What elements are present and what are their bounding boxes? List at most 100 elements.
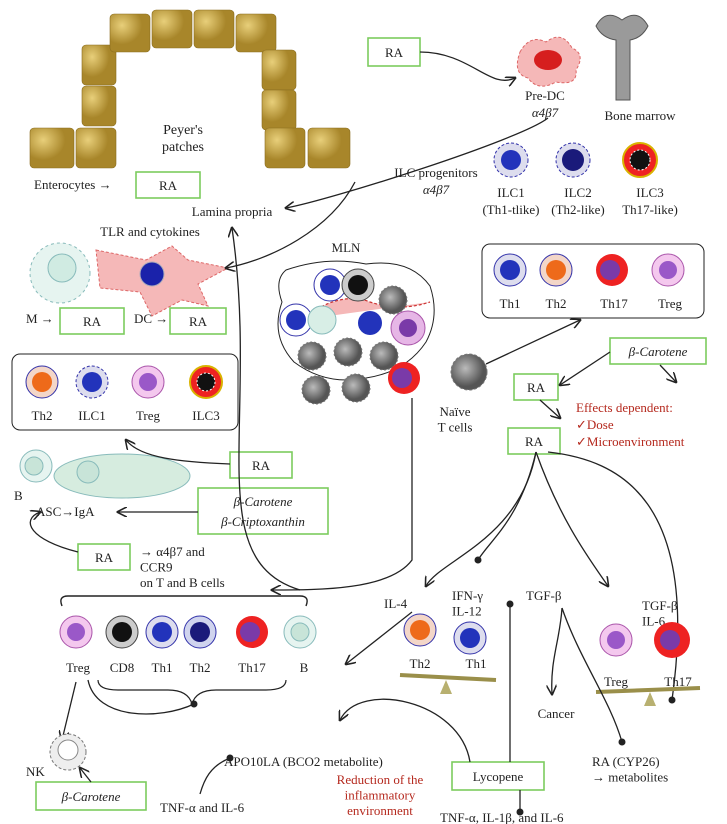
ra-box-m [59, 307, 125, 335]
ilc1-label: ILC1 [78, 408, 105, 423]
ra-box-homing [77, 543, 131, 571]
ra-label: RA [252, 458, 271, 473]
treg-label: Treg [658, 296, 683, 311]
m-cell [29, 242, 91, 304]
th-subsets-box [481, 243, 705, 319]
ilc3-label: ILC3 [636, 185, 663, 200]
ra-label: RA [385, 45, 404, 60]
ra-label: RA [527, 380, 546, 395]
ilc3-cell [622, 142, 658, 178]
ilc3-sub-label: Th17-like) [622, 202, 678, 217]
dc-cell [95, 245, 230, 317]
treg-cell [651, 253, 685, 287]
treg-cell [131, 365, 165, 399]
tlr-cytokines-label: TLR and cytokines [100, 224, 200, 239]
b-carotene-label: β-Carotene [233, 494, 293, 509]
lamina-propria-label: Lamina propria [192, 204, 273, 219]
ilc2-label: ILC2 [564, 185, 591, 200]
cd8-label: CD8 [110, 660, 135, 675]
b-carotene-label: β-Carotene [628, 344, 688, 359]
th2-label: Th2 [546, 296, 567, 311]
tnf-il6-label: TNF-α and IL-6 [160, 800, 245, 815]
ra-label: RA [83, 314, 102, 329]
ra-box-naive-2 [507, 427, 561, 455]
dc-label: DC → [134, 311, 168, 326]
treg-label: Treg [136, 408, 161, 423]
tnf-il1-il6-label: TNF-α, IL-1β, and IL-6 [440, 810, 564, 824]
naive-t-cell [450, 353, 488, 391]
il4-label: IL-4 [384, 596, 408, 611]
ilc1-cell [75, 365, 109, 399]
th1-label: Th1 [500, 296, 521, 311]
balance-right [595, 686, 701, 706]
effects-microenvironment: ✓Microenvironment [576, 434, 685, 449]
effects-dose: ✓Dose [576, 417, 614, 432]
ra-label: RA [159, 178, 178, 193]
nk-label: NK [26, 764, 45, 779]
ra-label: RA [189, 314, 208, 329]
alpha4b7-label: α4β7 [532, 105, 559, 120]
th2-cell [539, 253, 573, 287]
th2-label: Th2 [190, 660, 211, 675]
th17-label: Th17 [238, 660, 266, 675]
tgfb-label: TGF-β [526, 588, 562, 603]
alpha4b7-label: α4β7 [423, 182, 450, 197]
ra-box-left [229, 451, 293, 479]
cancer-label: Cancer [538, 706, 575, 721]
th17-cell [236, 616, 268, 648]
lycopene-box [451, 761, 545, 791]
b-label: B [14, 488, 23, 503]
m-label: M → [26, 311, 54, 326]
th1-cell [493, 253, 527, 287]
pre-dc-label: Pre-DC [525, 88, 565, 103]
mln-node [277, 260, 435, 405]
ilc1-cell [493, 142, 529, 178]
b-carotene-box-right [609, 337, 707, 365]
effects-title: Effects dependent: [576, 400, 673, 415]
bone-icon [595, 14, 649, 101]
pre-dc-cell [516, 36, 581, 87]
treg-cell [59, 615, 93, 649]
b-carotene-box-bottom [35, 781, 147, 811]
asc-cell [53, 453, 191, 499]
th1-cell [145, 615, 179, 649]
treg-label: Treg [66, 660, 91, 675]
balance-left [399, 673, 497, 694]
th2-cell [403, 613, 437, 647]
ra-box-naive-1 [513, 373, 559, 401]
left-subsets-box [11, 353, 239, 431]
ilc3-cell [189, 365, 223, 399]
th17-cell [654, 622, 690, 658]
th17-label: Th17 [664, 674, 692, 689]
ilc1-label: ILC1 [497, 185, 524, 200]
th2-label: Th2 [410, 656, 431, 671]
th1-cell [453, 621, 487, 655]
ilc1-sub-label: (Th1-tlike) [482, 202, 539, 217]
b-criptoxanthin-label: β-Criptoxanthin [220, 514, 305, 529]
ilc2-sub-label: (Th2-like) [551, 202, 604, 217]
ilc2-cell [555, 142, 591, 178]
lycopene-label: Lycopene [473, 769, 524, 784]
ilc3-label: ILC3 [192, 408, 219, 423]
apo10la-label: APO10LA (BCO2 metabolite) [224, 754, 383, 769]
ra-cyp26-label: RA (CYP26)→ metabolites [592, 754, 668, 785]
bone-marrow-label: Bone marrow [604, 108, 676, 123]
treg-label: Treg [604, 674, 629, 689]
ra-box-top [367, 37, 421, 67]
th2-label: Th2 [32, 408, 53, 423]
th2-cell [183, 615, 217, 649]
ilc-progenitors-label: ILC progenitors [394, 165, 477, 180]
b-label: B [300, 660, 309, 675]
ra-box-enterocytes [135, 171, 201, 199]
enterocytes-label: Enterocytes → [34, 177, 112, 192]
th17-cell [596, 254, 628, 286]
ra-box-dc [169, 307, 227, 335]
b-carotene-label: β-Carotene [61, 789, 121, 804]
